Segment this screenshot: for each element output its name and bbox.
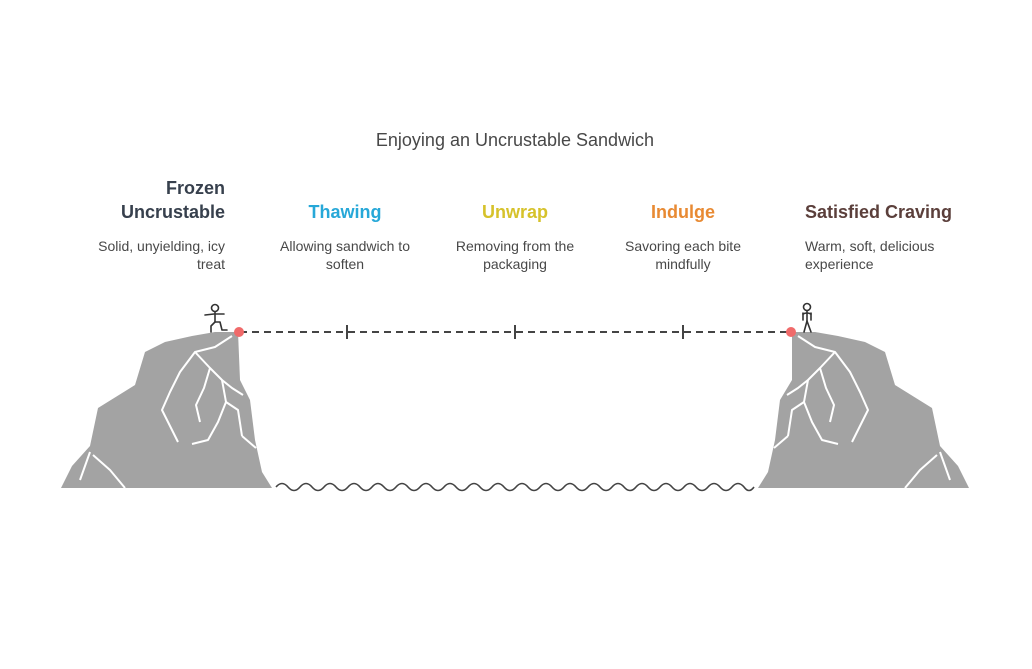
water-wave <box>275 482 755 492</box>
stage-description-unwrap: Removing from the packaging <box>455 238 575 272</box>
stage-label-thawing: Thawing <box>308 202 382 222</box>
stage-label-indulge: Indulge <box>651 202 715 222</box>
diagram-title: Enjoying an Uncrustable Sandwich <box>375 130 655 150</box>
person-jumping-icon <box>204 303 228 333</box>
stage-label-satisfied-craving: Satisfied Craving <box>805 202 953 222</box>
stage-label-frozen-uncrustable: Frozen Uncrustable <box>120 178 225 222</box>
person-standing-icon <box>802 302 812 333</box>
stage-description-thawing: Allowing sandwich to soften <box>280 238 410 272</box>
end-point-marker <box>786 327 796 337</box>
left-cliff <box>61 332 272 489</box>
start-point-marker <box>234 327 244 337</box>
stage-label-unwrap: Unwrap <box>481 202 548 222</box>
stage-description-indulge: Savoring each bite mindfully <box>625 238 741 272</box>
stage-description-frozen-uncrustable: Solid, unyielding, icy treat <box>98 238 225 272</box>
stage-description-satisfied-craving: Warm, soft, delicious experience <box>805 238 935 272</box>
right-cliff <box>758 332 969 489</box>
